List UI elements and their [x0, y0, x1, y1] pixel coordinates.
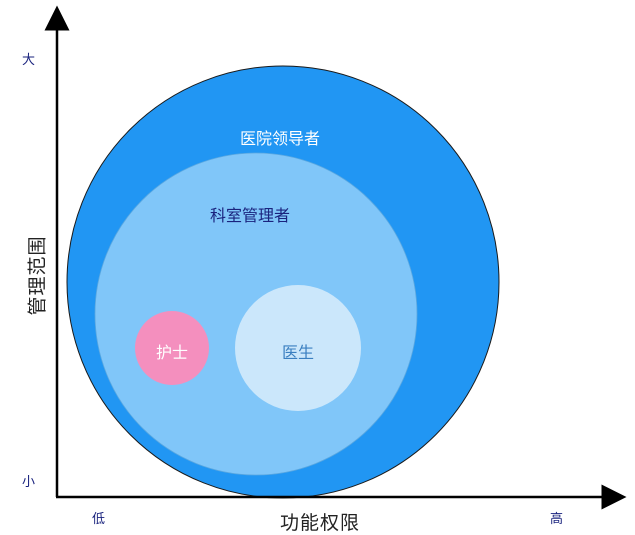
y-axis-title: 管理范围: [26, 235, 49, 316]
nurse-circle: [135, 311, 209, 385]
dept-manager-label: 科室管理者: [210, 206, 291, 225]
doctor-label: 医生: [282, 343, 315, 362]
x-axis-min-label: 低: [92, 512, 106, 527]
doctor-circle: [235, 285, 361, 411]
leader-label: 医院领导者: [240, 129, 321, 148]
nurse-label: 护士: [156, 343, 189, 362]
x-axis-title: 功能权限: [280, 512, 361, 534]
y-axis-max-label: 大: [22, 53, 36, 68]
x-axis-max-label: 高: [550, 512, 564, 527]
y-axis-min-label: 小: [22, 475, 36, 490]
